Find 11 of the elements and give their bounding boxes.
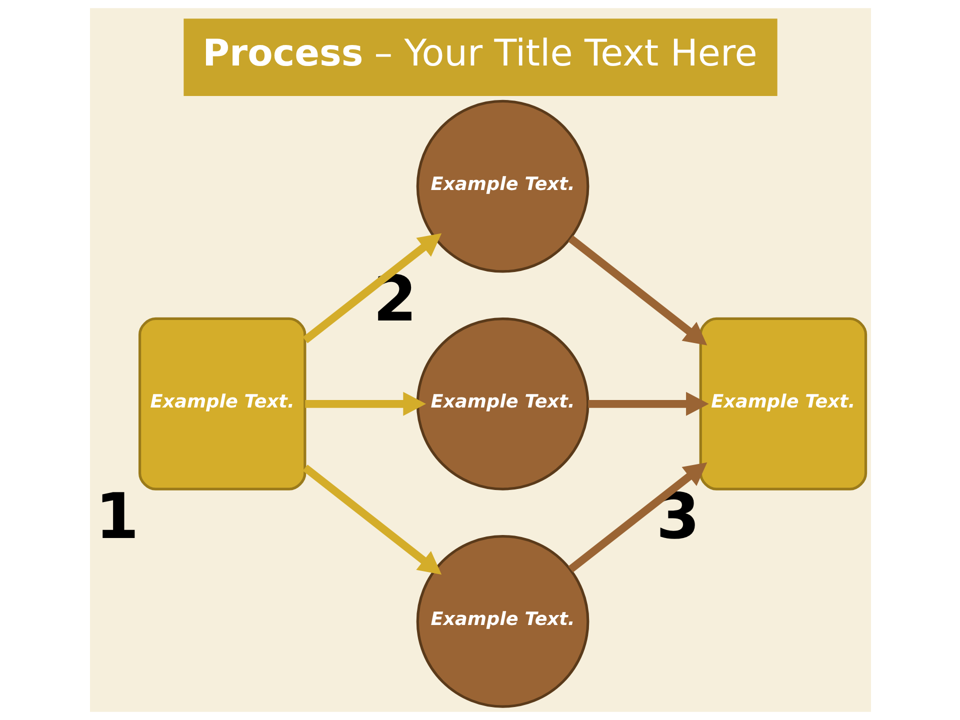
node-box: Example Text. xyxy=(698,317,867,490)
diagram-title: Process – Your Title Text Here xyxy=(202,32,757,75)
node-circle: Example Text. xyxy=(416,317,589,490)
arrow xyxy=(588,392,708,416)
arrow xyxy=(568,462,707,572)
arrow xyxy=(302,233,442,344)
node-box: Example Text. xyxy=(138,317,306,490)
node-label: 1 xyxy=(94,480,139,554)
arrow xyxy=(568,235,707,346)
arrow xyxy=(302,464,442,575)
arrow xyxy=(304,392,426,416)
